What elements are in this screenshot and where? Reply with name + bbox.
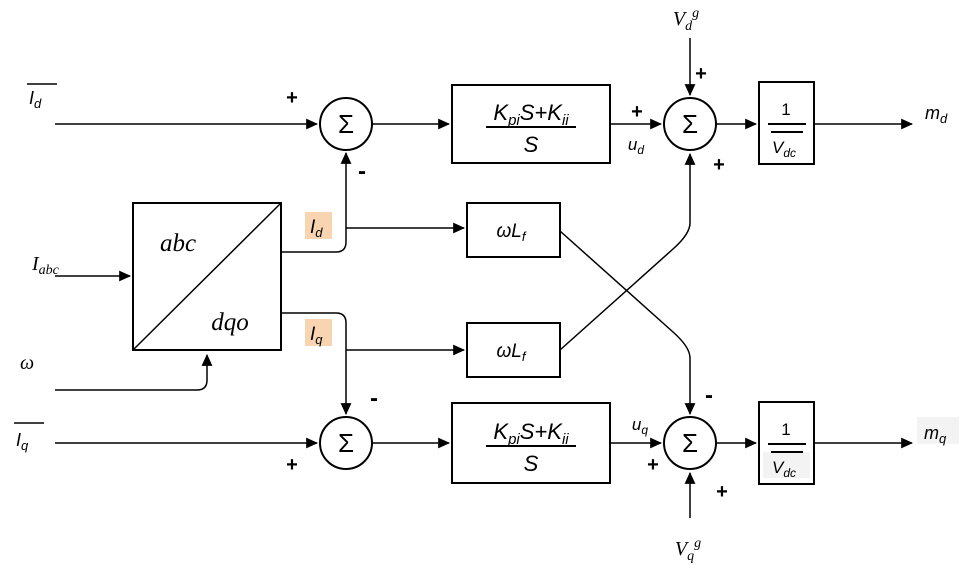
transform-diagonal — [132, 202, 282, 351]
sum-2q-sigma: Σ — [682, 428, 698, 458]
pi-q-numerator: KpiS+Kii — [493, 419, 569, 448]
sum2d-plus-left: + — [631, 101, 643, 123]
sum-junction-2d — [663, 97, 717, 151]
transform-dqo-label: dqo — [211, 309, 249, 336]
mq-faint-highlight — [917, 417, 959, 444]
sum2d-plus-top: + — [695, 63, 707, 85]
id-signal-label: Id — [310, 217, 323, 240]
vqg-label: Vqg — [675, 536, 701, 564]
iq-signal-label: Iq — [310, 324, 323, 347]
coupling-block-d — [466, 202, 561, 258]
sum-junction-1q — [319, 416, 373, 470]
uq-signal-label: uq — [632, 415, 648, 437]
wire-omega-to-transform — [55, 353, 213, 391]
wire-coupling-d-to-sum2q — [559, 230, 696, 416]
sum2d-plus-bottom: + — [713, 154, 725, 176]
sum2q-plus-bottom: + — [716, 481, 728, 503]
mq-output-label: mq — [924, 423, 947, 446]
sum2q-minus-top: - — [705, 382, 713, 409]
omega-input-label: ω — [20, 352, 34, 374]
gain-q-numerator: 1 — [781, 420, 790, 439]
coupling-d-label: ωLf — [497, 221, 527, 244]
sum1d-plus-sign: + — [286, 87, 298, 109]
sum-junction-1d — [319, 97, 373, 151]
pi-controller-block-d — [451, 84, 611, 164]
wire-coupling-q-to-sum2d — [559, 152, 696, 351]
iabc-input-label: Iabc — [31, 253, 60, 278]
wire-id-feedback-to-sum1d — [281, 151, 352, 253]
sum-1d-sigma: Σ — [338, 109, 354, 139]
pi-d-denominator: S — [524, 132, 539, 157]
wire-iq-feedback-to-sum1q — [281, 312, 352, 416]
sum-2d-sigma: Σ — [682, 109, 698, 139]
sum2q-plus-left: + — [647, 454, 659, 476]
md-output-label: md — [925, 103, 948, 126]
coupling-block-q — [466, 322, 561, 378]
coupling-q-label: ωLf — [497, 341, 527, 364]
sum-junction-2q — [663, 416, 717, 470]
sum1q-plus-sign: + — [286, 454, 298, 476]
id-signal-highlight — [305, 212, 332, 239]
gain-q-denominator: Vdc — [772, 458, 796, 480]
vdg-label: Vdg — [673, 6, 699, 34]
sum1d-minus-sign: - — [358, 158, 366, 185]
sum-1q-sigma: Σ — [338, 428, 354, 458]
vdc-q-faint-highlight — [763, 452, 810, 478]
sum1q-minus-sign: - — [370, 385, 378, 412]
transform-abc-label: abc — [160, 230, 196, 257]
gain-d-numerator: 1 — [781, 100, 790, 119]
pi-q-denominator: S — [524, 451, 539, 476]
iq-ref-label: Iq — [16, 430, 29, 453]
id-ref-label: Id — [29, 88, 42, 111]
pi-controller-block-q — [451, 402, 611, 484]
iq-signal-highlight — [305, 319, 332, 346]
ud-signal-label: ud — [628, 135, 644, 157]
pi-d-numerator: KpiS+Kii — [493, 100, 569, 129]
gain-d-denominator: Vdc — [772, 138, 796, 160]
